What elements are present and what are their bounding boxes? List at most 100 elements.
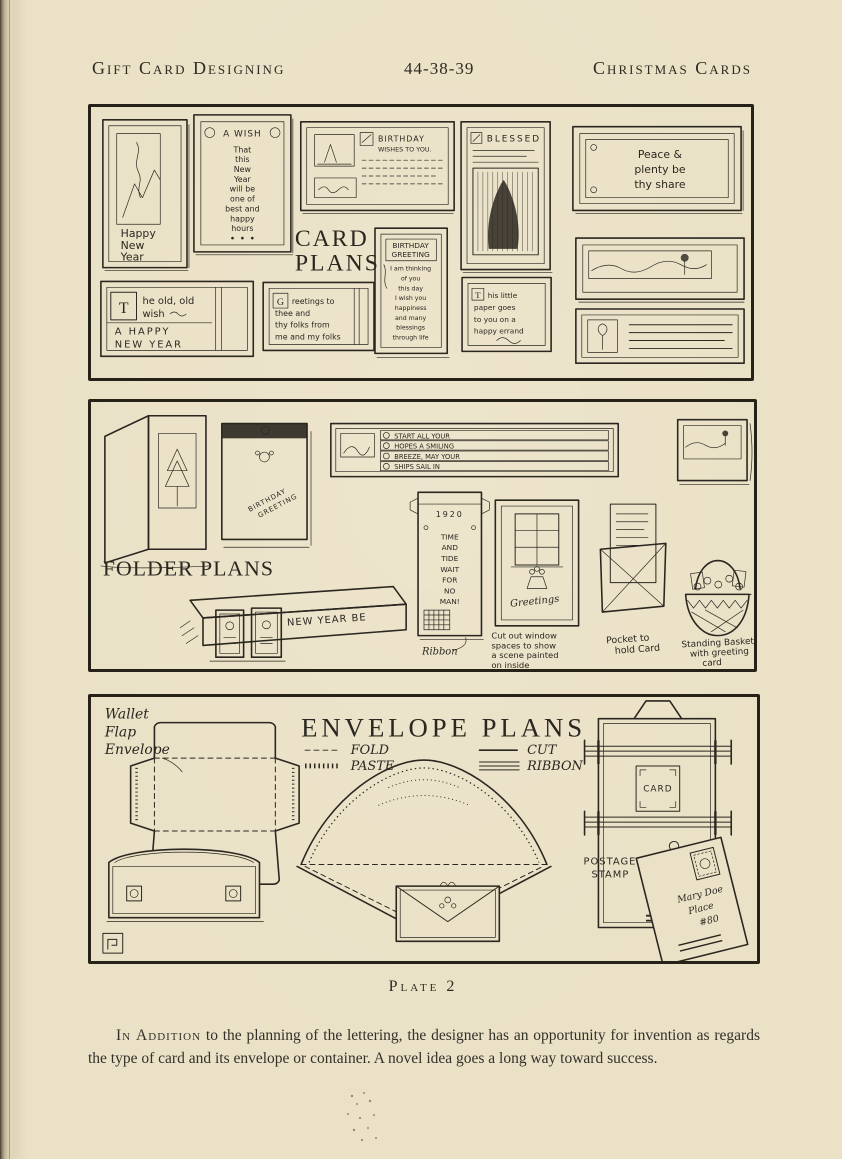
ribbon-label: Ribbon: [421, 646, 458, 657]
folks-initial: G: [277, 297, 284, 308]
happy-new-year-card-sketch: Happy New Year: [102, 119, 190, 271]
page-header: Gift Card Designing 44-38-39 Christmas C…: [92, 58, 752, 79]
wallet-envelope-folded-sketch: [106, 848, 264, 922]
banner-line: HOPES A SMILING: [394, 443, 454, 451]
folder-plans-panel: FOLDER PLANS BIRTHDAY GREETING: [88, 399, 757, 672]
basket-caption-line3: card: [702, 658, 722, 669]
paragraph-text: to the planning of the lettering, the de…: [88, 1026, 760, 1067]
folks-line: me and my folks: [275, 333, 341, 342]
header-page-number: 44-38-39: [404, 59, 475, 78]
tide-line: TIDE: [440, 554, 458, 563]
bg-line: through life: [393, 335, 429, 342]
wish-line: That: [233, 145, 252, 154]
window-caption-line: a scene painted: [491, 650, 558, 660]
old-wish-line: he old, old: [142, 296, 194, 307]
wish-line: one of: [230, 195, 255, 204]
folder-plans-title: FOLDER PLANS: [103, 557, 274, 581]
header-left: Gift Card Designing: [92, 58, 286, 78]
window-caption-line: spaces to show: [491, 640, 556, 650]
bg-line: happiness: [395, 305, 427, 312]
wallet-flap-label: Wallet Flap Envelope: [104, 707, 183, 773]
paper-line: happy errand: [474, 327, 524, 336]
card-plans-title-line1: CARD: [295, 226, 369, 252]
little-paper-card-sketch: T his little paper goes to you on a happ…: [461, 276, 552, 353]
folks-line: thy folks from: [275, 321, 330, 330]
tide-line: MAN!: [440, 597, 460, 606]
wish-line: will be: [230, 185, 256, 194]
mailing-card-sketch: Mary Doe Place #80: [635, 836, 749, 961]
header-right: Christmas Cards: [593, 58, 752, 78]
tent-card-text: NEW YEAR BE: [287, 612, 367, 628]
small-landscape-folder-sketch: [676, 418, 753, 485]
postage-label-line1: POSTAGE: [584, 856, 637, 867]
wish-line: best and: [225, 204, 259, 213]
envelope-plans-title: ENVELOPE PLANS: [301, 712, 586, 742]
bg-line: blessings: [396, 325, 425, 332]
a-wish-title: A WISH: [223, 130, 262, 140]
wish-line: hours: [231, 224, 253, 233]
envelope-folded-sketch: [395, 881, 501, 943]
window-caption-line: Cut out window: [491, 631, 557, 641]
happy-line3: Year: [120, 251, 145, 264]
paper-initial: T: [475, 290, 481, 300]
birthday-greeting-card-sketch: BIRTHDAY GREETING I am thinking of you t…: [374, 227, 450, 358]
body-paragraph: In Addition to the planning of the lette…: [88, 1024, 760, 1071]
legend-cut-label: CUT: [527, 743, 558, 758]
wallet-label-line2: Flap: [104, 724, 136, 740]
card-slot-label: CARD: [643, 785, 672, 795]
legend: FOLD PASTE CUT RIBBON: [304, 743, 584, 774]
envelope-plans-panel: ENVELOPE PLANS FOLD PASTE CUT RIBBON Wal…: [88, 694, 760, 964]
card-plans-title: CARD PLANS: [295, 226, 380, 277]
old-wish-card-sketch: T he old, old wish A HAPPY NEW YEAR: [100, 280, 255, 358]
a-wish-card-sketch: A WISH That this New Year will be one of…: [193, 114, 294, 256]
window-card-greetings: Greetings: [510, 594, 560, 610]
paper-line: paper goes: [474, 303, 516, 312]
artist-monogram: [102, 932, 124, 954]
basket-caption-line1: Standing Basket: [681, 637, 754, 651]
folks-line: reetings to: [292, 297, 335, 306]
ribbon-folder-sketch: 1920 TIME AND TIDE WAIT FOR NO MAN! Ribb…: [409, 491, 490, 657]
envelope-plans-illustration: ENVELOPE PLANS FOLD PASTE CUT RIBBON Wal…: [102, 700, 749, 961]
legend-fold-label: FOLD: [350, 743, 389, 758]
wish-line: this: [235, 155, 249, 164]
book-binding-edge: [0, 0, 18, 1159]
bg-title1: BIRTHDAY: [392, 241, 429, 250]
bg-line: I wish you: [395, 295, 426, 302]
tide-line: AND: [442, 543, 459, 552]
address-line3: #80: [698, 913, 720, 928]
tide-line: WAIT: [440, 565, 459, 574]
blessed-title: BLESSED: [487, 135, 541, 145]
wallet-label-line1: Wallet: [105, 707, 149, 723]
birthday-wishes-line2: WISHES TO YOU.: [378, 145, 432, 153]
peace-line: thy share: [634, 178, 686, 191]
standing-basket-sketch: Standing Basket with greeting card: [681, 559, 754, 669]
bg-line: this day: [398, 285, 423, 292]
folder-plans-illustration: FOLDER PLANS BIRTHDAY GREETING: [100, 414, 754, 669]
peace-line: plenty be: [634, 163, 686, 176]
plate-caption: Plate 2: [388, 978, 458, 995]
ribbon-line-sample: [479, 761, 520, 771]
wish-line: Year: [233, 175, 251, 184]
wish-line: happy: [230, 214, 255, 223]
tide-line: NO: [444, 586, 456, 595]
ribbon-folder-year: 1920: [436, 510, 464, 519]
banner-folder-sketch: START ALL YOUR HOPES A SMILING BREEZE, M…: [330, 422, 620, 478]
legend-paste-label: PASTE: [350, 759, 395, 774]
folks-greeting-card-sketch: G reetings to thee and thy folks from me…: [262, 281, 375, 352]
window-caption-line: on inside: [491, 660, 529, 669]
banner-line: START ALL YOUR: [394, 432, 450, 440]
paragraph-lead: In Addition: [116, 1026, 202, 1044]
birthday-wishes-card-sketch: BIRTHDAY WISHES TO YOU.: [299, 120, 455, 214]
tide-line: FOR: [442, 576, 457, 585]
banner-line: BREEZE, MAY YOUR: [394, 453, 460, 461]
tide-line: TIME: [440, 532, 459, 541]
card-plans-title-line2: PLANS: [295, 251, 380, 277]
peace-plenty-card-sketch: Peace & plenty be thy share: [572, 125, 744, 214]
happy-line2: New: [121, 239, 145, 252]
bg-title2: GREETING: [391, 250, 430, 259]
postage-label-line2: STAMP: [591, 869, 629, 880]
basket-caption-line2: with greeting: [690, 647, 749, 660]
card-plans-panel: Happy New Year A WISH That this New Year…: [88, 104, 754, 381]
bg-line: of you: [401, 275, 420, 282]
